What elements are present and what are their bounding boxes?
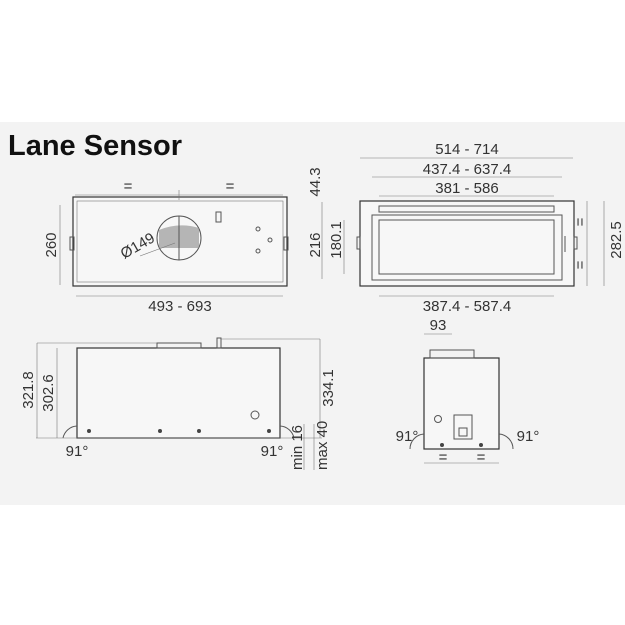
equal-mark-left: = — [439, 449, 448, 466]
side-tab — [69, 236, 75, 251]
side-housing — [76, 347, 281, 439]
front-housing — [423, 357, 500, 450]
side-view: 321.8 302.6 334.1 91° 91° min 16 max 40 — [20, 337, 337, 470]
max-gap-label: max 40 — [314, 421, 331, 470]
light-strip — [378, 205, 555, 213]
product-title: Lane Sensor — [8, 130, 182, 162]
connector-icon — [215, 211, 222, 223]
dim-strip-width: 381 - 586 — [435, 180, 498, 197]
duct-collar — [156, 342, 202, 349]
dim-outlet-offset: 93 — [430, 317, 447, 334]
dim-overall-width: 514 - 714 — [435, 141, 498, 158]
dim-height-max: 334.1 — [320, 369, 337, 407]
angle-right: 91° — [517, 428, 540, 445]
dim-height-body: 302.6 — [40, 374, 57, 412]
duct-collar — [429, 349, 475, 359]
dim-strip-depth: 44.3 — [307, 167, 324, 196]
dim-frame-depth: 216 — [307, 232, 324, 257]
glass-panel — [378, 219, 555, 275]
dim-depth-260: 260 — [43, 232, 60, 257]
equal-mark-bottom: = — [572, 260, 589, 269]
dim-frame-width: 437.4 - 637.4 — [423, 161, 511, 178]
angle-left: 91° — [396, 428, 419, 445]
equal-mark-left: = — [124, 178, 133, 195]
front-view: 93 91° 91° = = — [396, 317, 540, 466]
dim-cutout-width: 387.4 - 587.4 — [423, 298, 511, 315]
min-gap-label: min 16 — [289, 425, 306, 470]
side-tab — [283, 236, 289, 251]
top-view-left: = = 260 Ø149 493 - 693 — [43, 178, 289, 315]
dim-cutout-depth: 180.1 — [328, 221, 345, 259]
top-view-right: 514 - 714 437.4 - 637.4 381 - 586 387.4 … — [307, 141, 625, 315]
panel-outline — [359, 200, 575, 287]
dim-height-total: 321.8 — [20, 371, 37, 409]
equal-mark-top: = — [572, 217, 589, 226]
angle-right: 91° — [261, 443, 284, 460]
dim-overall-depth: 282.5 — [608, 221, 625, 259]
dim-width-493-693: 493 - 693 — [148, 298, 211, 315]
equal-mark-right: = — [477, 449, 486, 466]
sensor-module — [453, 414, 473, 440]
equal-mark-right: = — [226, 178, 235, 195]
angle-left: 91° — [66, 443, 89, 460]
drawing-background — [0, 122, 625, 505]
